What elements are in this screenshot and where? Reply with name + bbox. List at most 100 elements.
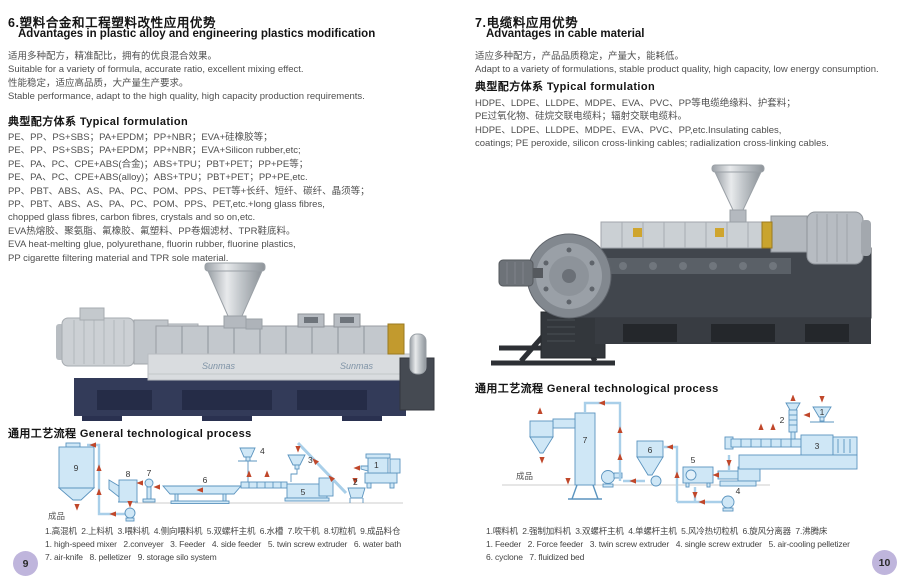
intro-paragraph: 适应多种配方，产品品质稳定，产量大，能耗低。 Adapt to a variet… xyxy=(475,50,879,77)
process-flow-diagram: 7 6 5 4 3 2 1 成品 xyxy=(502,395,858,512)
page-number-badge: 9 xyxy=(13,551,38,576)
legend-line-en: 1. high-speed mixer 2.conveyer 3. Feeder… xyxy=(45,539,402,550)
brand-logo: Sunmas xyxy=(340,361,374,371)
process-heading: 通用工艺流程 General technological process xyxy=(8,428,252,440)
intro-line: 性能稳定，适应高品质，大产量生产要求。 xyxy=(8,77,189,89)
twin-screw-extruder xyxy=(240,477,334,502)
air-knife xyxy=(142,478,156,503)
twin-screw-extruder xyxy=(724,434,858,470)
formulation-line: HDPE、LDPE、LLDPE、MDPE、EVA、PVC、PP,etc.Insu… xyxy=(475,124,782,136)
feeder-hopper xyxy=(287,454,306,482)
page-number-badge: 10 xyxy=(872,550,897,575)
high-speed-mixer xyxy=(360,453,401,489)
label-1: 1 xyxy=(820,407,825,417)
label-5: 5 xyxy=(691,455,696,465)
two-stage-extruder-photo xyxy=(491,164,872,366)
main-motor xyxy=(56,307,135,367)
receiving-bin xyxy=(347,487,366,503)
pelletizer xyxy=(108,479,138,503)
formulation-list: PE、PP、PS+SBS；PA+EPDM；PP+NBR；EVA+硅橡胶等； PE… xyxy=(8,131,370,265)
cyclone-feed-pipe xyxy=(663,445,679,502)
label-2: 2 xyxy=(780,415,785,425)
formulation-line: PE过氧化物、硅烷交联电缆料；辐射交联电缆料。 xyxy=(475,111,688,123)
legend-line-cn: 1.高混机 2.上料机 3.喂料机 4.侧向喂料机 5.双螺杆主机 6.水槽 7… xyxy=(45,526,401,536)
legend-line-en: 6. cyclone 7. fluidized bed xyxy=(486,552,585,563)
section-title-en: Advantages in plastic alloy and engineer… xyxy=(18,28,376,40)
formulation-line: EVA heat-melting glue, polyurethane, flu… xyxy=(8,239,296,251)
label-9: 9 xyxy=(74,463,79,473)
twin-screw-extruder-photo: Sunmas Sunmas xyxy=(56,262,435,421)
intro-line: 适用多种配方，精准配比，拥有的优良混合效果。 xyxy=(8,51,218,62)
label-7: 7 xyxy=(147,468,152,478)
inclined-conveyor xyxy=(296,441,348,495)
formulation-line: coatings; PE peroxide, silicon cross-lin… xyxy=(475,138,829,150)
intro-line: 适应多种配方，产品品质稳定，产量大，能耗低。 xyxy=(475,51,685,62)
label-6: 6 xyxy=(648,445,653,455)
label-8: 8 xyxy=(126,469,131,479)
label-1: 1 xyxy=(374,460,379,470)
exit-cyclone xyxy=(529,420,554,454)
label-7: 7 xyxy=(583,435,588,445)
formulation-line: PP、PBT、ABS、AS、PA、PC、POM、PPS、PET,etc.+lon… xyxy=(8,199,325,211)
formulation-heading: 典型配方体系 Typical formulation xyxy=(8,116,189,128)
legend-line-cn: 1.喂料机 2.强制加料机 3.双螺杆主机 4.单螺杆主机 5.风冷热切粒机 6… xyxy=(486,526,828,536)
support-beam: Sunmas Sunmas xyxy=(147,353,411,381)
feeder-hopper xyxy=(810,406,834,423)
section-title-cn: 7.电缆料应用优势 xyxy=(475,16,579,30)
formulation-line: PE、PA、PC、CPE+ABS(alloy)；ABS+TPU；PBT+PET；… xyxy=(8,172,308,184)
formulation-line: PP cigarette filtering material and TPR … xyxy=(8,252,229,264)
intro-line: Suitable for a variety of formula, accur… xyxy=(8,64,304,76)
label-4: 4 xyxy=(736,486,741,496)
hopper xyxy=(711,164,765,223)
cabinet xyxy=(540,311,606,359)
fluidized-bed xyxy=(552,412,602,500)
bed-blower xyxy=(601,470,623,488)
process-heading: 通用工艺流程 General technological process xyxy=(475,383,719,395)
flow-arrows xyxy=(74,442,360,517)
legend: 1.喂料机 2.强制加料机 3.双螺杆主机 4.单螺杆主机 5.风冷热切粒机 6… xyxy=(486,525,850,565)
brand-logo: Sunmas xyxy=(202,361,236,371)
finished-product-label: 成品 xyxy=(516,471,533,481)
label-2: 2 xyxy=(353,477,358,487)
formulation-line: chopped glass fibres, carbon fibres, cry… xyxy=(8,212,256,224)
finished-product-label: 成品 xyxy=(48,511,65,521)
diagram-labels: 7 6 5 4 3 2 1 成品 xyxy=(516,407,825,496)
hopper xyxy=(204,262,266,330)
die-head-unit xyxy=(387,323,435,411)
section-title-en: Advantages in cable material xyxy=(486,28,645,40)
intro-line: Adapt to a variety of formulations, stab… xyxy=(475,64,879,76)
diagram-labels: 9 8 7 6 5 4 3 2 1 成品 xyxy=(48,446,379,521)
intro-paragraph: 适用多种配方，精准配比，拥有的优良混合效果。 Suitable for a va… xyxy=(8,50,365,104)
pelletizer-drum xyxy=(498,233,612,319)
legend-line-en: 1. Feeder 2. Force feeder 3. twin screw … xyxy=(486,539,850,550)
barrel xyxy=(155,313,389,355)
upper-barrel xyxy=(600,221,772,249)
label-3: 3 xyxy=(308,455,313,465)
label-5: 5 xyxy=(301,487,306,497)
single-screw-extruder xyxy=(717,466,761,487)
label-4: 4 xyxy=(260,446,265,456)
formulation-line: PE、PP、PS+SBS；PA+EPDM；PP+NBR；EVA+硅橡胶等； xyxy=(8,132,273,143)
label-6: 6 xyxy=(203,475,208,485)
side-feeder-hopper xyxy=(238,447,257,482)
machine-body xyxy=(574,247,872,344)
formulation-list: HDPE、LDPE、LLDPE、MDPE、EVA、PVC、PP等电缆绝缘料、护套… xyxy=(475,97,829,151)
formulation-line: PE、PP、PS+SBS；PA+EPDM；PP+NBR；EVA+Silicon … xyxy=(8,145,301,157)
section-title-cn: 6.塑料合金和工程塑料改性应用优势 xyxy=(8,16,217,30)
formulation-line: PP、PBT、ABS、AS、PA、PC、POM、PPS、PET等+长纤、短纤、碳… xyxy=(8,185,370,197)
gearbox-and-motor xyxy=(761,211,871,265)
formulation-heading: 典型配方体系 Typical formulation xyxy=(475,81,656,93)
air-cooling-pelletizer xyxy=(682,466,714,488)
pipe-blower xyxy=(721,495,735,512)
intro-line: Stable performance, adapt to the high qu… xyxy=(8,91,365,103)
blower xyxy=(124,507,136,522)
storage-silo xyxy=(57,442,96,501)
label-3: 3 xyxy=(815,441,820,451)
formulation-line: EVA热熔胶、聚氨脂、氟橡胶、氟塑料、PP卷烟滤材、TPR鞋底料。 xyxy=(8,225,296,237)
legend: 1.高混机 2.上料机 3.喂料机 4.侧向喂料机 5.双螺杆主机 6.水槽 7… xyxy=(45,525,401,565)
legend-line-en: 7. air-knife 8. pelletizer 9. storage si… xyxy=(45,552,217,563)
force-feeder xyxy=(785,402,801,440)
process-flow-diagram: 9 8 7 6 5 4 3 2 1 成品 xyxy=(48,441,403,522)
formulation-line: HDPE、LDPE、LLDPE、MDPE、EVA、PVC、PP等电缆绝缘料、护套… xyxy=(475,98,796,109)
